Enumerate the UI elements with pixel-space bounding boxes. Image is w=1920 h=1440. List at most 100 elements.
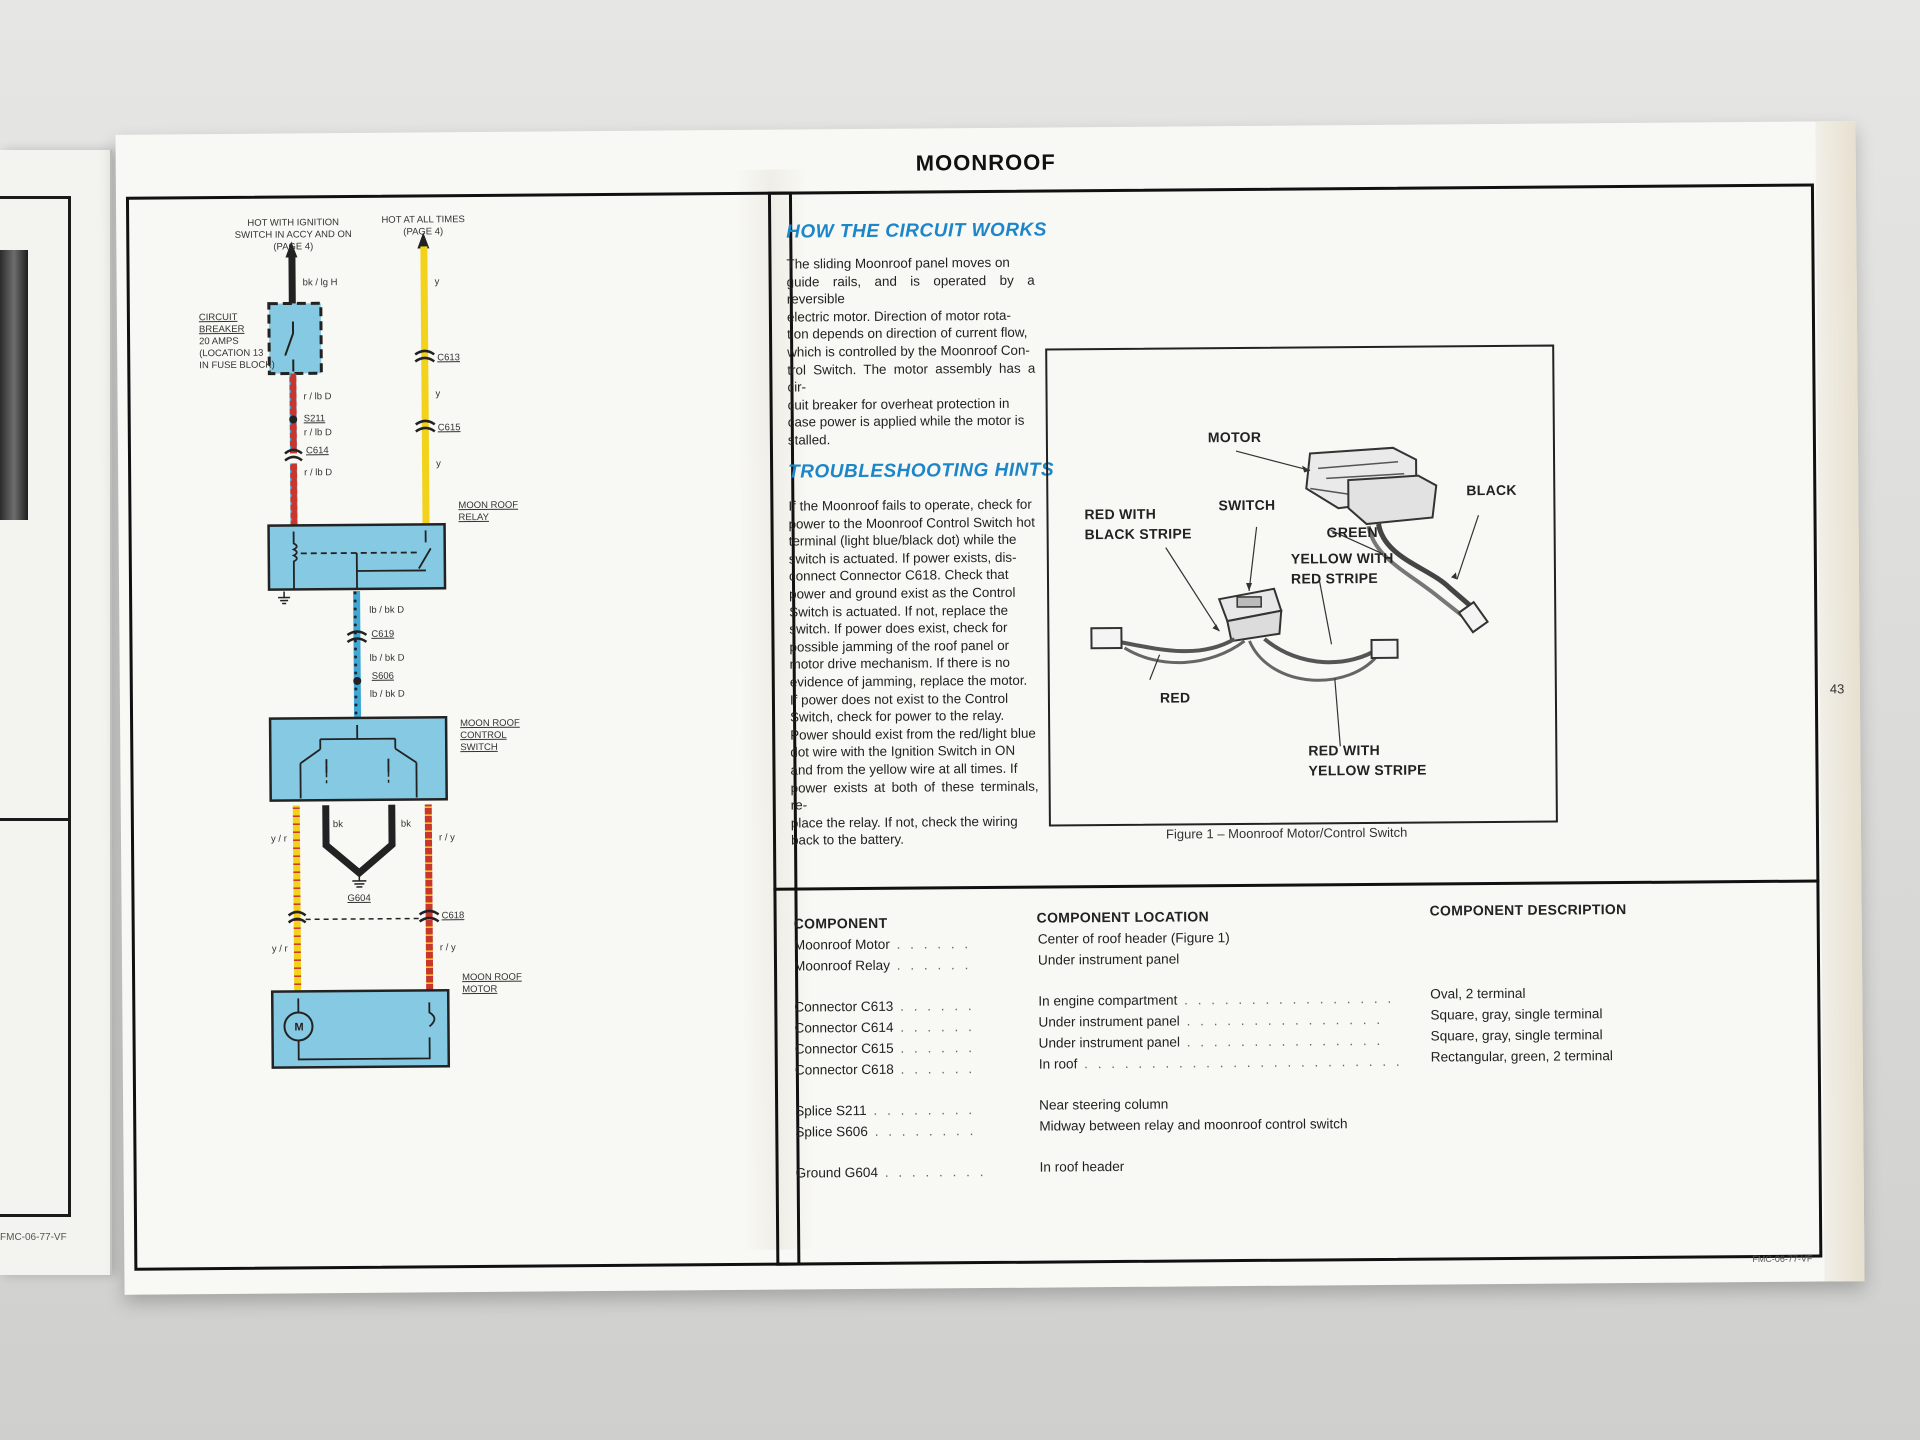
how-line: trol Switch. The motor assembly has a ci… bbox=[787, 360, 1036, 395]
component-name: Connector C618 bbox=[794, 1061, 894, 1078]
wire-y-label: y bbox=[434, 276, 440, 288]
label-red-yellow: RED WITH YELLOW STRIPE bbox=[1308, 740, 1427, 781]
circuit-breaker bbox=[267, 301, 323, 376]
dot-leader: . . . . . . bbox=[893, 1061, 976, 1077]
page-number: 43 bbox=[1829, 681, 1845, 697]
location-cell: Near steering column bbox=[1039, 1096, 1169, 1113]
bk-label-left: bk bbox=[332, 819, 343, 831]
how-circuit-heading: HOW THE CIRCUIT WORKS bbox=[786, 219, 1047, 243]
y-r-label-2: y / r bbox=[271, 943, 288, 955]
ts-line: Switch is actuated. If not, replace the bbox=[789, 602, 1009, 620]
how-line: The sliding Moonroof panel moves on bbox=[786, 254, 1010, 272]
wire-bk-lg bbox=[288, 255, 296, 304]
ts-line: possible jamming of the roof panel or bbox=[789, 637, 1010, 655]
switch-base bbox=[1226, 609, 1283, 643]
location-cell: Under instrument panel bbox=[1037, 951, 1180, 968]
how-line: guide rails, and is operated by a revers… bbox=[786, 272, 1035, 307]
r-lb-label-3: r / lb D bbox=[304, 467, 333, 479]
connector-c618-icon bbox=[287, 909, 440, 924]
hot-all-label: HOT AT ALL TIMES (PAGE 4) bbox=[368, 214, 478, 239]
motor-line-1: MOON ROOF bbox=[462, 971, 522, 984]
ts-line: Switch, check for power to the relay. bbox=[790, 708, 1005, 725]
ts-line: back to the battery. bbox=[790, 831, 904, 848]
location-cell: Under instrument panel bbox=[1038, 1034, 1181, 1051]
component-name: Moonroof Motor bbox=[793, 936, 890, 953]
harness-black bbox=[1376, 523, 1476, 612]
connector-c614-icon bbox=[284, 448, 303, 462]
footer-code: FMC-06-77-VF bbox=[1752, 1253, 1813, 1265]
label-black: BLACK bbox=[1466, 481, 1517, 499]
dot-leader: . . . . . . bbox=[893, 1040, 976, 1056]
switch-rocker bbox=[1236, 596, 1262, 608]
circuit-breaker-label: CIRCUIT BREAKER 20 AMPS (LOCATION 13 IN … bbox=[199, 312, 275, 373]
table-row: Splice S211 . . . . . . . . bbox=[795, 1102, 975, 1118]
label-red: RED bbox=[1159, 689, 1191, 706]
dot-leader: . . . . . . . . . . . . . . . bbox=[1179, 1032, 1384, 1050]
c615-label: C615 bbox=[437, 422, 461, 434]
wire-bk-lg-label: bk / lg H bbox=[302, 277, 338, 289]
figure-frame: MOTOR BLACK SWITCH RED WITH BLACK STRIPE… bbox=[1045, 344, 1558, 827]
wire-r-lb bbox=[289, 373, 297, 454]
how-line: tion depends on direction of current flo… bbox=[787, 325, 1028, 342]
component-name: Connector C614 bbox=[794, 1019, 894, 1036]
ts-line: If power does not exist to the Control bbox=[789, 690, 1009, 708]
r-y-label-1: r / y bbox=[438, 832, 455, 844]
label-yellow-red: YELLOW WITH RED STRIPE bbox=[1291, 548, 1394, 589]
switch-line-2: CONTROL bbox=[460, 729, 507, 742]
ground-icon bbox=[352, 872, 367, 888]
breaker-contact-icon bbox=[284, 321, 295, 372]
relay-line-1: MOON ROOF bbox=[458, 499, 519, 512]
how-line: case power is applied while the motor is bbox=[787, 413, 1025, 430]
col-header-component: COMPONENT bbox=[793, 914, 888, 932]
lb-bk-label-3: lb / bk D bbox=[369, 688, 405, 700]
c613-label: C613 bbox=[437, 352, 460, 364]
location-cell: In engine compartment bbox=[1038, 992, 1178, 1009]
table-row: Under instrument panel . . . . . . . . .… bbox=[1038, 1012, 1383, 1030]
description-cell: Oval, 2 terminal bbox=[1430, 985, 1526, 1002]
table-row: Connector C614 . . . . . . bbox=[794, 1019, 974, 1035]
hot-ign-label: HOT WITH IGNITION SWITCH IN ACCY AND ON … bbox=[228, 217, 358, 254]
relay-coil-icon bbox=[291, 531, 298, 589]
location-cell: Midway between relay and moonroof contro… bbox=[1039, 1116, 1348, 1134]
wire-y-label-3: y bbox=[436, 458, 441, 470]
r-lb-label-1: r / lb D bbox=[303, 391, 332, 403]
troubleshooting-heading: TROUBLESHOOTING HINTS bbox=[788, 459, 1055, 483]
col-header-description: COMPONENT DESCRIPTION bbox=[1429, 901, 1627, 919]
label-red-yellow-2: YELLOW STRIPE bbox=[1308, 761, 1427, 779]
cb-line-1: CIRCUIT bbox=[198, 311, 238, 324]
component-name: Connector C615 bbox=[794, 1040, 894, 1057]
table-row: Moonroof Motor . . . . . . bbox=[794, 936, 971, 952]
manual-page: MOONROOF bbox=[115, 121, 1865, 1295]
wire-bk-ground bbox=[322, 804, 396, 878]
wire-r-lb-lower bbox=[290, 463, 298, 526]
label-red-black-1: RED WITH bbox=[1084, 505, 1157, 523]
table-row: Splice S606 . . . . . . . . bbox=[795, 1123, 976, 1139]
connector-c613-icon bbox=[414, 349, 435, 363]
ground-icon bbox=[278, 591, 291, 605]
motor-box bbox=[270, 989, 451, 1069]
relay-label: MOON ROOF RELAY bbox=[458, 500, 518, 524]
how-line: cuit breaker for overheat protection in bbox=[787, 395, 1010, 413]
splice-s606 bbox=[353, 676, 362, 685]
table-row: Under instrument panel . . . . . . . . .… bbox=[1039, 1033, 1384, 1051]
ts-line: switch. If power does exist, check for bbox=[789, 620, 1008, 637]
motor-switch-drawing bbox=[1090, 446, 1489, 747]
arrow-up-icon bbox=[417, 232, 430, 249]
dot-leader: . . . . . . bbox=[893, 998, 975, 1014]
component-name: Ground G604 bbox=[795, 1164, 879, 1181]
previous-page-footer: FMC-06-77-VF bbox=[0, 1232, 67, 1243]
dot-leader: . . . . . . . . . . . . . . . . . . . . … bbox=[1077, 1053, 1403, 1072]
label-green: GREEN bbox=[1326, 523, 1378, 541]
ts-line: place the relay. If not, check the wirin… bbox=[790, 813, 1018, 831]
label-yellow-red-2: RED STRIPE bbox=[1290, 569, 1379, 587]
switch-label: MOON ROOF CONTROL SWITCH bbox=[460, 718, 520, 754]
table-row: Moonroof Relay . . . . . . bbox=[794, 957, 971, 973]
how-line: electric motor. Direction of motor rota- bbox=[786, 307, 1011, 325]
table-row: Ground G604 . . . . . . . . bbox=[796, 1164, 987, 1180]
switch-line-1: MOON ROOF bbox=[460, 717, 520, 730]
r-lb-label-2: r / lb D bbox=[303, 427, 332, 439]
arrow-up-icon bbox=[285, 241, 298, 258]
label-motor: MOTOR bbox=[1207, 428, 1262, 446]
location-cell: Center of roof header (Figure 1) bbox=[1037, 930, 1230, 947]
location-cell: In roof bbox=[1038, 1056, 1078, 1072]
